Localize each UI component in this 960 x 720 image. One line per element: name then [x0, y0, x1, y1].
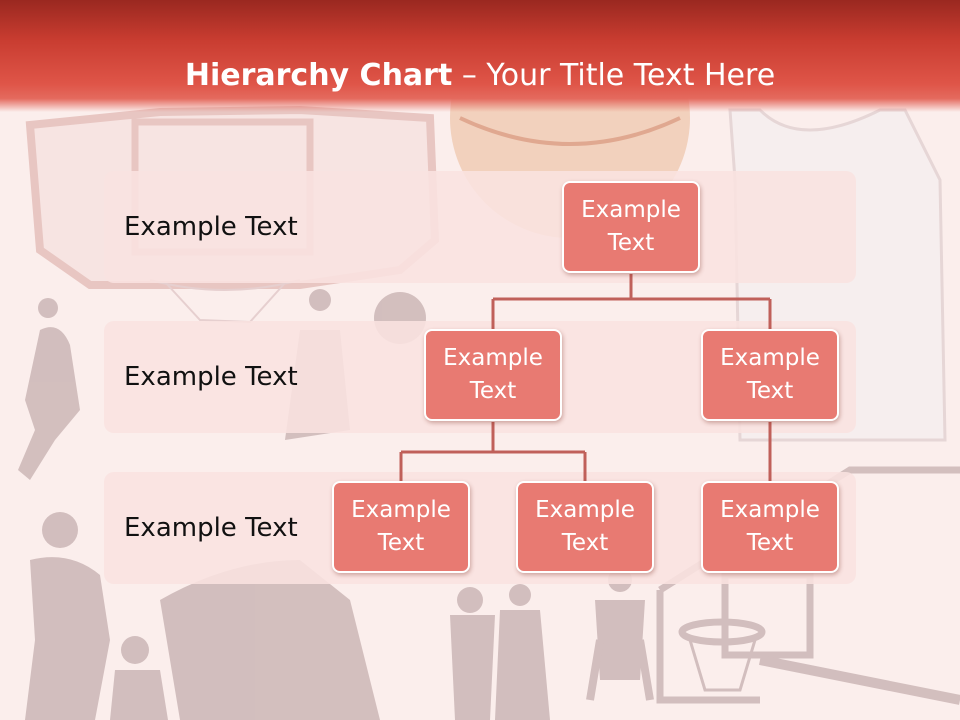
level-band-1: Example Text [104, 171, 856, 283]
title-banner [0, 0, 960, 112]
title-bold-part: Hierarchy Chart [184, 58, 453, 93]
org-node-level3-3[interactable]: Example Text [701, 481, 839, 573]
org-node-level3-2[interactable]: Example Text [516, 481, 654, 573]
org-node-level2-right[interactable]: Example Text [701, 329, 839, 421]
org-node-level3-1[interactable]: Example Text [332, 481, 470, 573]
title-rest: – Your Title Text Here [452, 58, 776, 93]
level-label: Example Text [124, 362, 298, 392]
org-node-root[interactable]: Example Text [562, 181, 700, 273]
page-title: Hierarchy Chart – Your Title Text Here [0, 52, 960, 100]
level-label: Example Text [124, 212, 298, 242]
org-node-level2-left[interactable]: Example Text [424, 329, 562, 421]
connector-left [399, 422, 587, 483]
connector-root [491, 274, 772, 331]
level-label: Example Text [124, 513, 298, 543]
